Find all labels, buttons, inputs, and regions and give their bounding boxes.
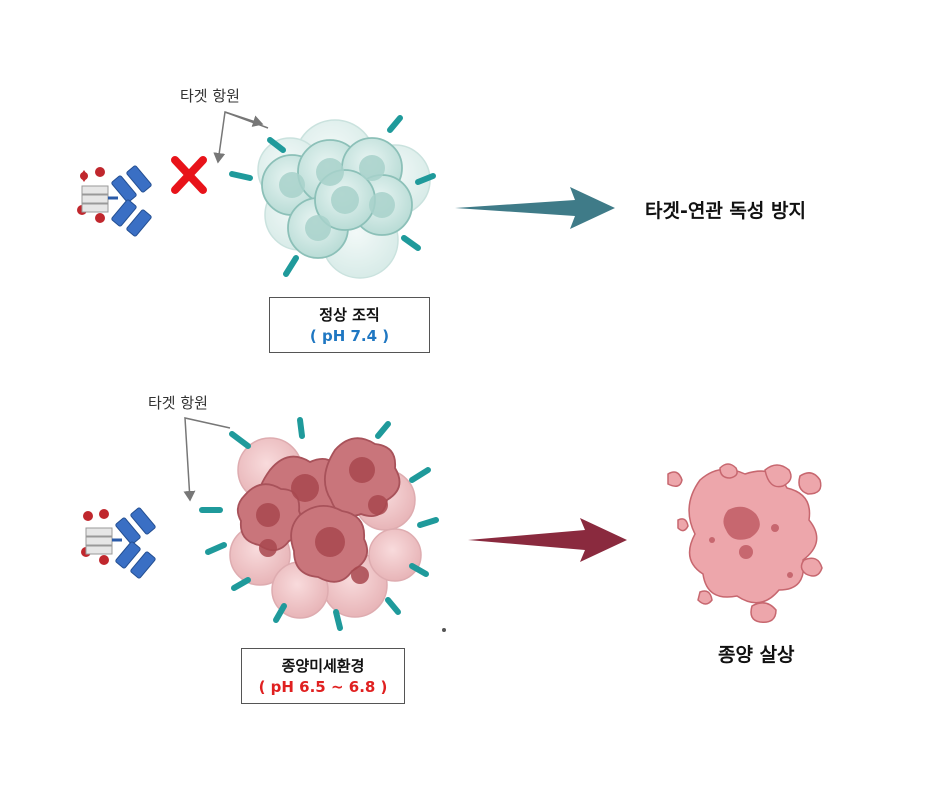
result-label-top: 타겟-연관 독성 방지 (645, 200, 806, 222)
tumor-killing-icon (667, 463, 823, 623)
antigen-receptor-icon (229, 115, 436, 277)
tumor-microenvironment-cells (229, 437, 422, 619)
tissue-box-normal: 정상 조직 ( pH 7.4 ) (269, 297, 430, 353)
tissue-name-normal: 정상 조직 (319, 306, 380, 324)
tissue-name-tumor: 종양미세환경 (281, 657, 365, 675)
tissue-ph-normal: ( pH 7.4 ) (309, 327, 390, 345)
antigen-pointer-top (213, 110, 269, 164)
antibody-icon-bottom (81, 507, 156, 579)
normal-tissue-cells (257, 119, 431, 279)
stray-dot (442, 628, 446, 632)
tissue-ph-tumor: ( pH 6.5 ~ 6.8 ) (258, 678, 388, 696)
antigen-label-top: 타겟 항원 (180, 87, 240, 105)
antigen-pointer-bottom (183, 417, 231, 502)
result-label-bottom: 종양 살상 (718, 644, 795, 666)
cross-mark-icon (171, 156, 207, 194)
antibody-icon-top (77, 165, 152, 237)
tissue-box-tumor: 종양미세환경 ( pH 6.5 ~ 6.8 ) (241, 648, 405, 704)
tumor-antigen-receptors (199, 417, 439, 631)
result-arrow-top (455, 187, 615, 229)
tumor-debris-nuclei (709, 506, 793, 578)
antigen-label-bottom: 타겟 항원 (148, 394, 208, 412)
result-arrow-bottom (468, 518, 627, 562)
